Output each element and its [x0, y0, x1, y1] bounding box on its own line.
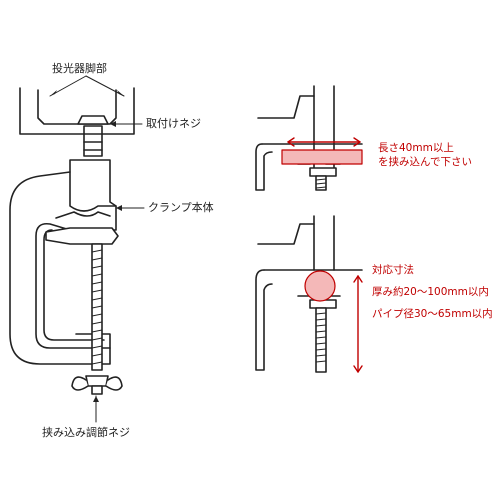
clamp-body: [9, 159, 117, 365]
mount-screw-label: 取付けネジ: [146, 117, 201, 130]
pressure-plate: [45, 227, 119, 245]
thickness-note: 厚み約20～100mm以内: [372, 286, 489, 298]
projector-foot: [19, 87, 135, 135]
length-note-line1: 長さ40mm以上: [378, 142, 454, 154]
adjust-screw-label: 挟み込み調節ネジ: [42, 426, 130, 439]
projector-foot-label: 投光器脚部: [52, 62, 107, 75]
thickness-arrow: [353, 275, 363, 373]
adjust-screw-shaft: [91, 243, 103, 371]
mount-screw: [77, 115, 109, 157]
detail-length-view: [255, 85, 363, 191]
length-arrow: [287, 137, 361, 147]
size-title: 対応寸法: [372, 264, 414, 276]
pipe-note: パイプ径30～65mm以内: [372, 308, 493, 320]
length-note-line2: を挟み込んで下さい: [378, 156, 472, 168]
pipe-cross-section: [304, 270, 336, 302]
clamp-body-label: クランプ本体: [148, 201, 214, 214]
insertion-board: [281, 149, 363, 165]
wing-nut: [71, 375, 123, 395]
